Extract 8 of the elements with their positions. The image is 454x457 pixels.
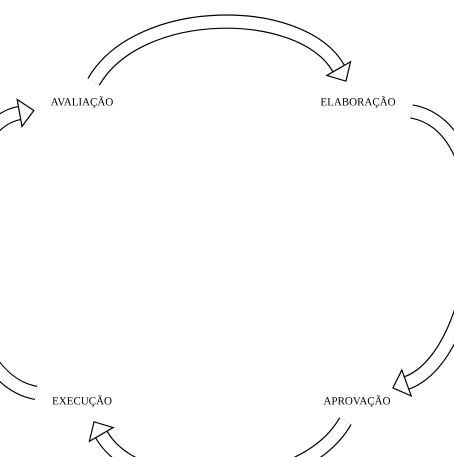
block-arrow (0, 98, 39, 400)
stage-label: ELABORAÇÃO (320, 96, 396, 108)
block-arrow (88, 14, 352, 86)
stage-label: APROVAÇÃO (324, 395, 390, 407)
stage-label: EXECUÇÃO (52, 395, 112, 407)
block-arrow (88, 416, 352, 457)
stage-label: AVALIAÇÃO (50, 96, 113, 108)
block-arrow (392, 104, 454, 397)
